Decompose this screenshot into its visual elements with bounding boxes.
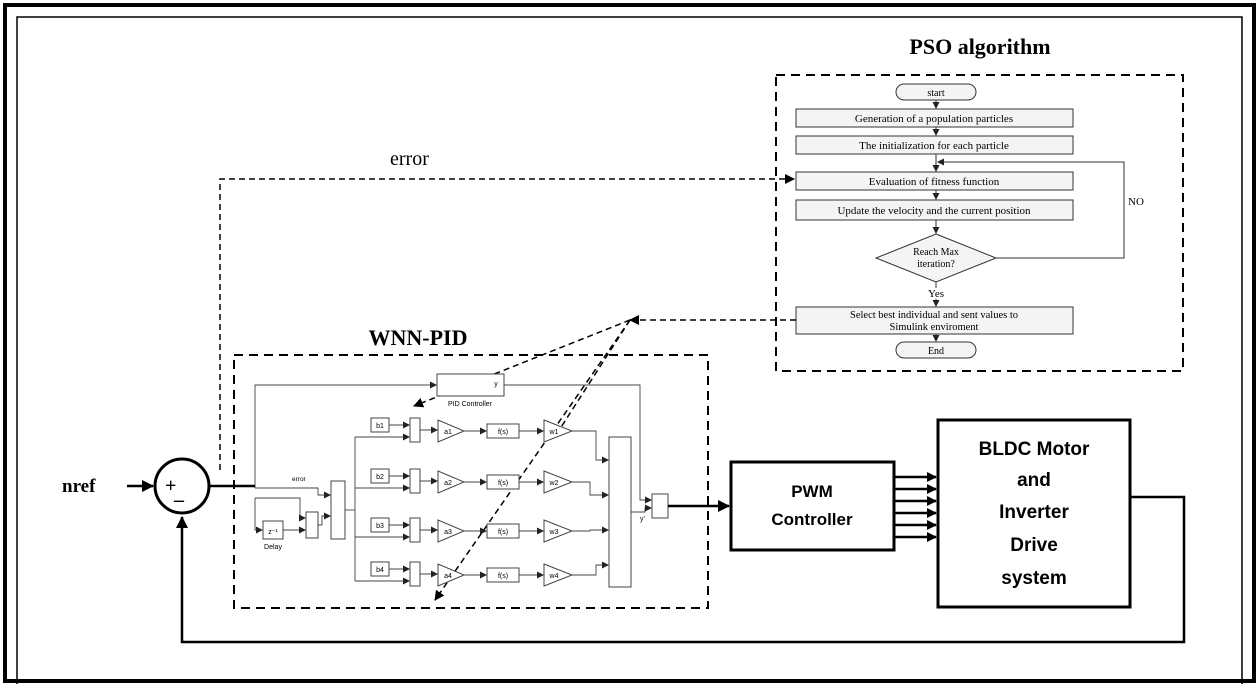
pwm-controller-block xyxy=(729,460,896,552)
svg-text:b1: b1 xyxy=(376,423,384,430)
pwm-label-line2: Controller xyxy=(771,510,853,529)
flow-yes-bg: Yes xyxy=(928,288,944,300)
flow-no-loop xyxy=(937,158,1125,259)
flow-step-evaluation-label: Evaluation of fitness function xyxy=(869,176,1000,188)
delay-z-label: z⁻¹ xyxy=(268,529,278,536)
svg-text:w4: w4 xyxy=(549,573,559,580)
svg-text:a1: a1 xyxy=(444,429,452,436)
flow-step-select xyxy=(795,306,1074,335)
mux-block xyxy=(330,480,346,540)
sum1-block xyxy=(409,417,421,443)
bldc-line4: Drive xyxy=(1010,535,1058,556)
flow-step-select-line2: Simulink enviroment xyxy=(890,322,979,333)
neuron-row-1: b1 a1 f(s) w1 xyxy=(355,417,609,464)
flow-no-label: NO xyxy=(1128,196,1144,208)
flow-decision xyxy=(874,233,998,283)
pwm-label-line1: PWM xyxy=(791,482,833,501)
svg-text:f(s): f(s) xyxy=(498,573,508,580)
wnn-dashed-box xyxy=(233,354,709,609)
neuron-row-4: b4 a4 f(s) w4 xyxy=(355,561,609,587)
error-path xyxy=(219,174,795,470)
feedback-path xyxy=(176,495,1186,644)
output-sum-block xyxy=(608,436,632,588)
pwm-signals xyxy=(894,472,937,542)
bldc-line5: system xyxy=(1001,568,1067,589)
svg-text:f(s): f(s) xyxy=(498,429,508,436)
flow-start-label: start xyxy=(927,88,944,99)
svg-text:b3: b3 xyxy=(376,523,384,530)
sum3-block xyxy=(409,517,421,543)
svg-text:f(s): f(s) xyxy=(498,480,508,487)
bldc-line3: Inverter xyxy=(999,502,1069,523)
param-arrow-a xyxy=(434,319,631,601)
svg-text:b4: b4 xyxy=(376,567,384,574)
outer-frame xyxy=(3,3,1256,683)
flow-step-select-line1: Select best individual and sent values t… xyxy=(850,310,1018,321)
minus-sign: – xyxy=(173,489,185,511)
flow-step-evaluation xyxy=(795,171,1074,191)
nref-label: nref xyxy=(62,476,96,497)
svg-text:w3: w3 xyxy=(549,529,559,536)
svg-text:a3: a3 xyxy=(444,529,452,536)
delay-label: Delay xyxy=(264,544,282,551)
sum4-block xyxy=(409,561,421,587)
bldc-line2: and xyxy=(1017,470,1051,491)
pid-y-label: y xyxy=(494,381,498,388)
a2-gain xyxy=(437,470,466,494)
wnn-title: WNN-PID xyxy=(369,325,468,350)
y-prime-label: y' xyxy=(640,516,645,523)
param-arrow-w xyxy=(555,319,631,436)
w3-gain xyxy=(543,519,574,543)
wnn-error-label: error xyxy=(292,476,307,483)
pid-controller-label: PID Controller xyxy=(448,401,493,408)
inner-frame xyxy=(16,16,1243,684)
flow-step-initialization xyxy=(795,135,1074,155)
sum2-block xyxy=(409,468,421,494)
flow-step-update-label: Update the velocity and the current posi… xyxy=(837,205,1031,217)
flow-yes-label: Yes xyxy=(928,288,944,300)
plus-sign: + xyxy=(165,475,176,497)
flow-end-label: End xyxy=(928,346,944,357)
w2-gain xyxy=(543,470,574,494)
flow-step-generation-label: Generation of a population particles xyxy=(855,113,1013,125)
a1-gain xyxy=(437,419,466,443)
a3-gain xyxy=(437,519,466,543)
diff-sum-block xyxy=(305,511,319,539)
flow-decision-line1: Reach Max xyxy=(913,247,959,258)
svg-text:a4: a4 xyxy=(444,573,452,580)
final-sum-block xyxy=(651,493,669,519)
a4-gain xyxy=(437,563,466,587)
svg-text:w2: w2 xyxy=(549,480,559,487)
neuron-row-2: b2 a2 f(s) w2 xyxy=(355,468,609,499)
svg-text:b2: b2 xyxy=(376,474,384,481)
bldc-motor-block xyxy=(936,418,1132,609)
svg-text:w1: w1 xyxy=(549,429,559,436)
pso-dashed-box xyxy=(775,74,1184,372)
svg-text:f(s): f(s) xyxy=(498,529,508,536)
w1-gain xyxy=(543,419,574,443)
pso-title: PSO algorithm xyxy=(909,34,1050,59)
svg-text:a2: a2 xyxy=(444,480,452,487)
flow-step-initialization-label: The initialization for each particle xyxy=(859,140,1009,152)
w4-gain xyxy=(543,563,574,587)
flow-step-update xyxy=(795,199,1074,221)
error-label: error xyxy=(390,148,429,170)
flow-step-generation xyxy=(795,108,1074,128)
flow-decision-line2: iteration? xyxy=(917,259,955,270)
flow-end xyxy=(895,341,977,359)
neuron-row-3: b3 a3 f(s) w3 xyxy=(355,517,609,543)
bldc-line1: BLDC Motor xyxy=(979,439,1090,460)
